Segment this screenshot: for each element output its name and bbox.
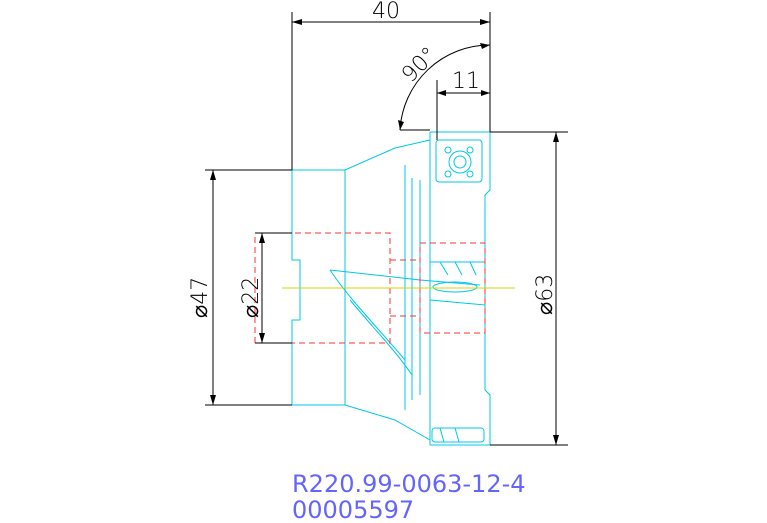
dimension-hub-diameter: ⌀47	[188, 169, 292, 406]
article-number: 00005597	[292, 496, 414, 523]
dimension-cutter-diameter: ⌀63	[490, 131, 568, 446]
hub-diameter-label: ⌀47	[188, 277, 213, 318]
dimension-bore-diameter: ⌀22	[239, 232, 292, 344]
angle-label: 90°	[397, 43, 442, 88]
part-number: R220.99-0063-12-4	[292, 470, 526, 498]
insert-width-label: 11	[452, 69, 480, 94]
dimension-overall-length: 40	[291, 0, 491, 170]
dimension-insert-width: 11	[436, 69, 490, 140]
overall-length-label: 40	[372, 0, 400, 24]
bore-diameter-label: ⌀22	[239, 277, 264, 318]
cutter-diameter-label: ⌀63	[533, 274, 558, 315]
